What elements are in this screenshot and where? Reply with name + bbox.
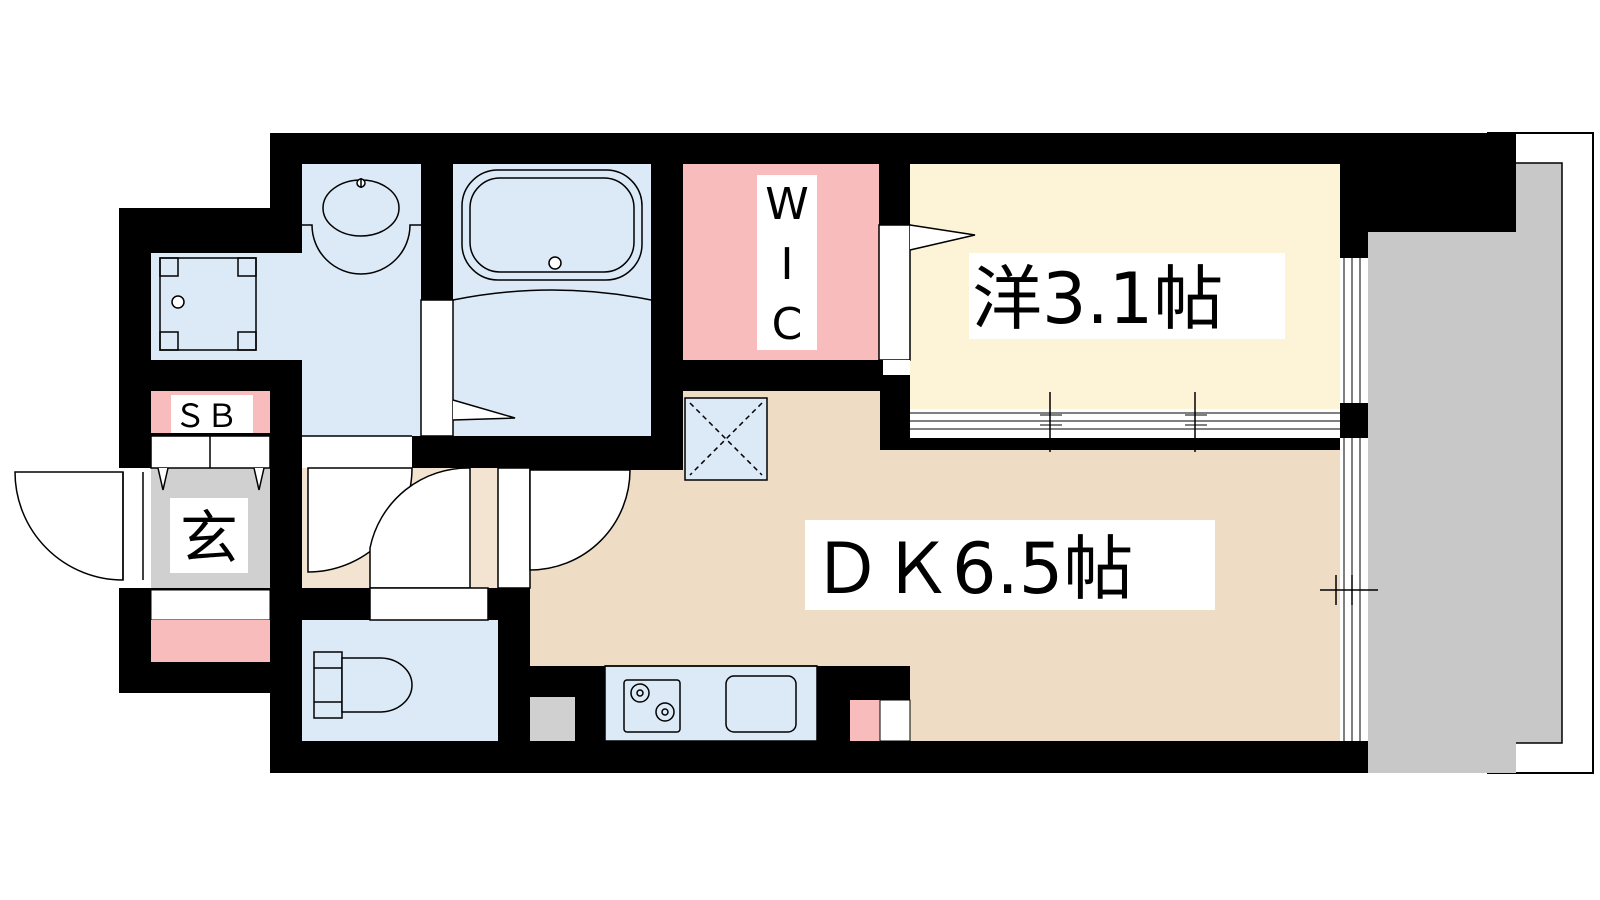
shoebox-label: ＳＢ (174, 397, 238, 435)
pipe-shaft (530, 697, 575, 741)
toilet-tank (313, 651, 343, 719)
doors (14, 224, 976, 621)
entrance-shelf (150, 589, 271, 621)
washbasin (302, 224, 421, 275)
toilet-bowl (341, 657, 413, 713)
wic-char-w: W (765, 179, 809, 230)
wic-char-c: C (772, 299, 803, 350)
labels: W I C 洋3.1帖 ＤＫ6.5帖 ＳＢ 玄 (170, 175, 1285, 610)
front-door-swing (14, 471, 124, 581)
fixtures (159, 169, 818, 742)
entrance-label: 玄 (180, 504, 238, 572)
western-room-label: 洋3.1帖 (972, 258, 1223, 340)
dk-door-swing (529, 469, 631, 571)
windows (910, 258, 1378, 741)
stove-burner-2 (655, 702, 675, 722)
dining-kitchen-label: ＤＫ6.5帖 (812, 528, 1133, 610)
wic-char-i: I (781, 239, 794, 290)
kitchen-counter (604, 665, 818, 742)
toilet-door-swing (369, 467, 471, 589)
bathtub (461, 169, 643, 281)
kitchen-sink (725, 675, 797, 733)
stove-burner-1 (630, 683, 650, 703)
entrance-storage (151, 620, 270, 662)
